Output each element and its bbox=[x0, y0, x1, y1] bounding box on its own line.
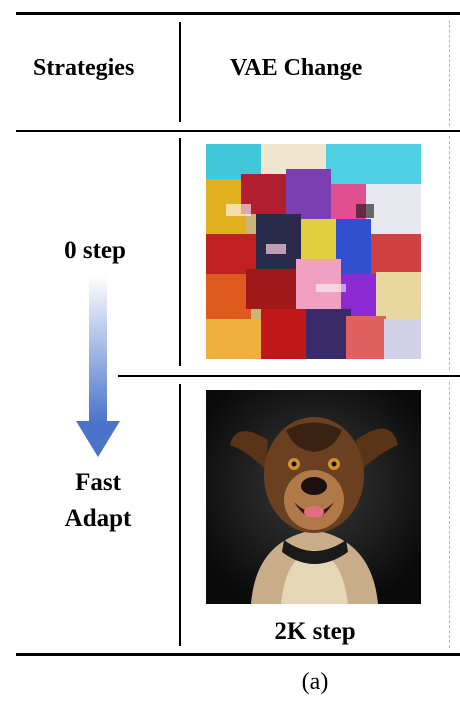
table-row-divider bbox=[118, 375, 460, 377]
column-divider bbox=[179, 384, 181, 646]
dashed-divider bbox=[449, 20, 450, 126]
noisy-decoded-image bbox=[206, 144, 421, 359]
column-divider bbox=[179, 138, 181, 366]
strategy-label-line: Adapt bbox=[64, 505, 132, 532]
strategy-label-0-step: 0 step bbox=[64, 237, 126, 264]
column-divider bbox=[179, 22, 181, 122]
down-arrow-icon bbox=[76, 275, 120, 457]
dashed-divider bbox=[449, 382, 450, 648]
result-caption: 2K step bbox=[274, 618, 356, 645]
table-top-rule bbox=[16, 12, 460, 15]
header-vae-change: VAE Change bbox=[230, 55, 363, 81]
table-bottom-rule bbox=[16, 653, 460, 656]
dog-portrait-image bbox=[206, 390, 421, 604]
strategy-label-fast-adapt: Fast Adapt bbox=[40, 465, 156, 537]
strategy-label-line: Fast bbox=[75, 469, 121, 496]
panel-label: (a) bbox=[301, 669, 329, 695]
header-strategies: Strategies bbox=[33, 55, 135, 81]
dashed-divider bbox=[449, 136, 450, 370]
table-header-rule bbox=[16, 130, 460, 132]
